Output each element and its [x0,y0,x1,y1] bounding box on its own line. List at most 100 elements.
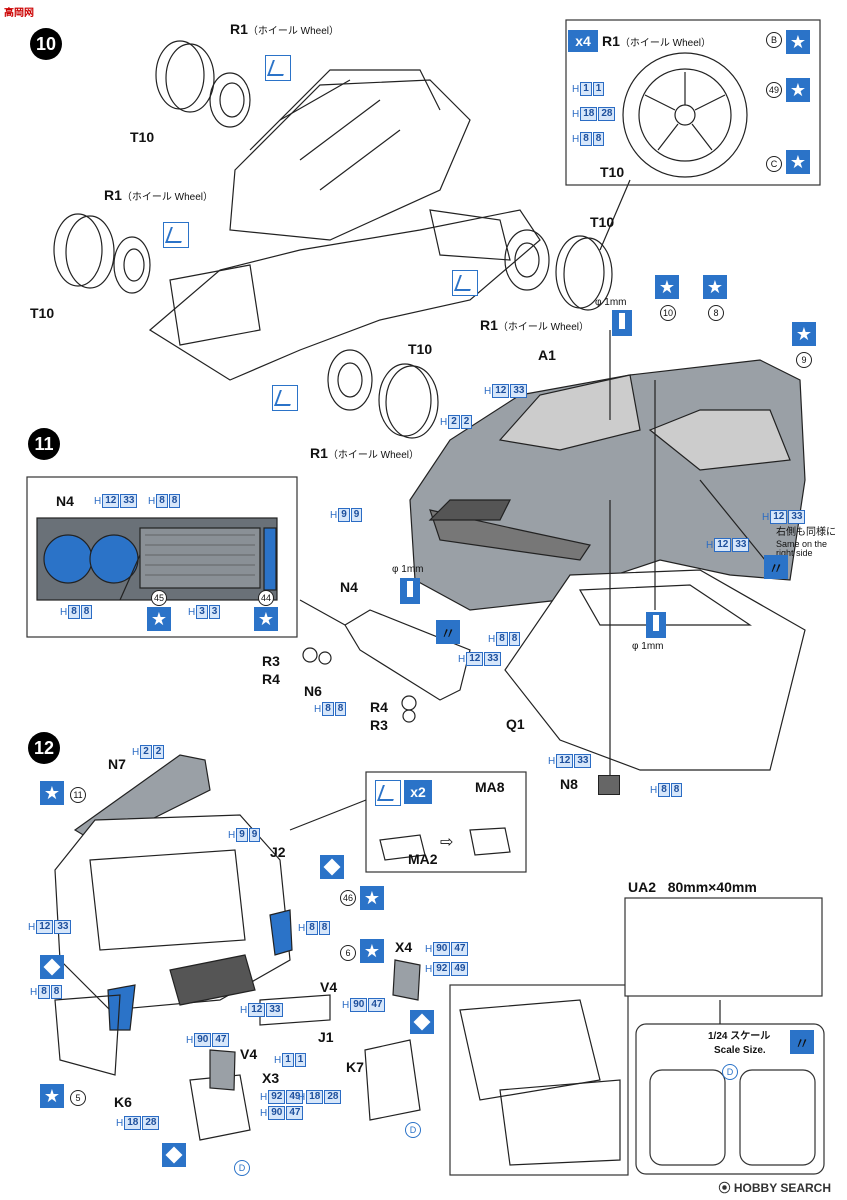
star-decal-icon: ★ [786,78,810,102]
star-decal-icon: ★ [254,607,278,631]
clear-part-icon [40,955,64,979]
part-n7-label: N7 [108,756,126,772]
stripe-decal-icon: 〃 [436,620,460,644]
decal-45: 45 [151,590,167,606]
decal-46: 46 [340,890,356,906]
star-decal-icon: ★ [360,886,384,910]
part-k7-label: K7 [346,1059,364,1075]
clear-part-icon [320,855,344,879]
step-11-badge: 11 [28,428,60,460]
star-decal-icon: ★ [147,607,171,631]
part-r3-label-2: R3 [370,717,388,733]
star-decal-icon: ★ [40,781,64,805]
step-12-badge: 12 [28,732,60,764]
star-decal-icon: ★ [360,939,384,963]
decal-6: 6 [340,945,356,961]
part-n8-label: N8 [560,776,578,792]
quantity-x4-badge: x4 [568,30,598,52]
part-t10-label-2: T10 [30,305,55,321]
part-n4-label-2: N4 [340,579,358,595]
stripe-decal-icon: 〃 [790,1030,814,1054]
part-r1-label-3: R1（ホイール Wheel） [310,445,420,461]
part-q1-label: Q1 [506,716,525,732]
inset-t10-label: T10 [600,164,625,180]
star-decal-icon: ★ [655,275,679,299]
drill-label: φ 1mm [632,641,664,652]
decal-44: 44 [258,590,274,606]
decal-49-wheel: 49 [766,82,782,98]
inset-r1-label: R1（ホイール Wheel） [602,33,712,49]
part-n6-label: N6 [304,683,322,699]
clear-part-icon [162,1143,186,1167]
part-a1-label: A1 [538,347,556,363]
part-n8-shape [598,775,620,795]
part-j1-label: J1 [318,1029,334,1045]
part-x4-label: X4 [395,939,413,955]
stripe-decal-icon: 〃 [764,555,788,579]
hobby-search-logo-icon: ⦿ [718,1181,731,1195]
decal-d: D [234,1160,250,1176]
star-decal-icon: ★ [786,150,810,174]
part-r4-label-2: R4 [370,699,388,715]
drill-hole-icon [612,310,632,336]
ua2-label: UA2 80mm×40mm [628,879,757,895]
decal-b: B [766,32,782,48]
step-10-badge: 10 [30,28,62,60]
part-n4-label: N4 [56,493,74,509]
part-r1-label-1: R1（ホイール Wheel） [230,21,340,37]
no-glue-icon [452,270,478,296]
no-glue-icon [265,55,291,81]
decal-11: 11 [70,787,86,803]
part-t10-label-3: T10 [408,341,433,357]
star-decal-icon: ★ [703,275,727,299]
part-r1-label-2: R1（ホイール Wheel） [104,187,214,203]
decal-d: D [405,1122,421,1138]
star-decal-icon: ★ [792,322,816,346]
part-x3-label: X3 [262,1070,280,1086]
decal-5: 5 [70,1090,86,1106]
scale-jp: 1/24 スケール [708,1031,771,1042]
clear-part-icon [410,1010,434,1034]
decal-d: D [722,1064,738,1080]
drill-hole-icon [400,578,420,604]
part-v4-label-2: V4 [240,1046,258,1062]
part-t10-label-4: T10 [590,214,615,230]
decal-8: 8 [708,305,724,321]
star-decal-icon: ★ [40,1084,64,1108]
drill-label: φ 1mm [392,564,424,575]
part-r3-label: R3 [262,653,280,669]
no-glue-icon [163,222,189,248]
star-decal-icon: ★ [786,30,810,54]
part-t10-label-1: T10 [130,129,155,145]
decal-9: 9 [796,352,812,368]
